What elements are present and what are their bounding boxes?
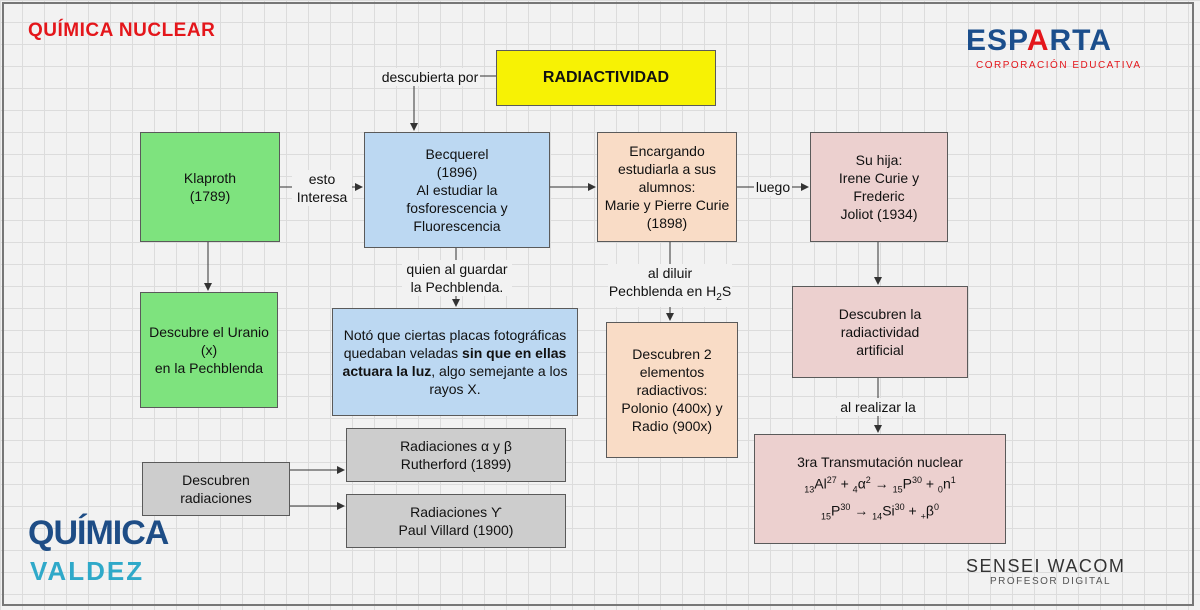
rutherford-box: Radiaciones α y β Rutherford (1899) bbox=[346, 428, 566, 482]
polonio-line-1: Descubren 2 bbox=[632, 346, 712, 362]
radiactividad-box: RADIACTIVIDAD bbox=[496, 50, 716, 106]
artificial-line-1: Descubren la radiactividad bbox=[838, 306, 922, 340]
transmutacion-box: 3ra Transmutación nuclear 13Al27 + 4α2 →… bbox=[754, 434, 1006, 544]
label-al-realizar: al realizar la bbox=[832, 398, 924, 416]
uranio-line-1: Descubre el Uranio (x) bbox=[149, 324, 269, 358]
polonio-line-5: Radio (900x) bbox=[631, 418, 713, 434]
polonio-line-4: Polonio (400x) y bbox=[621, 400, 723, 416]
curie-line-3: alumnos: bbox=[638, 179, 696, 195]
label-descubierta-por: descubierta por bbox=[380, 68, 480, 86]
label-esto-interesa: esto Interesa bbox=[292, 170, 352, 206]
becquerel-line-1: Becquerel bbox=[425, 146, 489, 162]
klaproth-name: Klaproth bbox=[183, 170, 237, 186]
klaproth-year: (1789) bbox=[189, 188, 231, 204]
artificial-line-2: artificial bbox=[856, 342, 904, 358]
rutherford-line-1: Radiaciones α y β bbox=[400, 438, 512, 454]
polonio-line-3: radiactivos: bbox=[636, 382, 708, 398]
radiactividad-label: RADIACTIVIDAD bbox=[542, 69, 670, 86]
noto-text: Notó que ciertas placas fotográficas que… bbox=[342, 327, 568, 397]
sensei-wacom-name: SENSEI WACOM bbox=[966, 556, 1126, 576]
label-luego: luego bbox=[754, 178, 792, 196]
artificial-box: Descubren la radiactividad artificial bbox=[792, 286, 968, 378]
curie-line-1: Encargando bbox=[629, 143, 705, 159]
esparta-a-icon: A bbox=[1026, 24, 1050, 57]
becquerel-line-2: (1896) bbox=[436, 164, 478, 180]
quimica-valdez-logo-line2: VALDEZ bbox=[30, 556, 145, 586]
villard-line-1: Radiaciones ϒ bbox=[410, 504, 502, 520]
quimica-valdez-logo-line1: QUÍMICA bbox=[28, 514, 169, 552]
uranio-box: Descubre el Uranio (x) en la Pechblenda bbox=[140, 292, 278, 408]
klaproth-box: Klaproth (1789) bbox=[140, 132, 280, 242]
transmutacion-title: 3ra Transmutación nuclear bbox=[797, 453, 963, 470]
curie-line-4: Marie y Pierre Curie bbox=[604, 197, 730, 213]
descubren-radiaciones-box: Descubren radiaciones bbox=[142, 462, 290, 516]
polonio-line-2: elementos bbox=[639, 364, 705, 380]
label-quien-al-guardar: quien al guardar la Pechblenda. bbox=[402, 260, 512, 296]
transmutacion-eq-1: 13Al27 + 4α2 → 15P30 + 0n1 bbox=[804, 474, 956, 494]
curie-line-5: (1898) bbox=[646, 215, 688, 231]
villard-box: Radiaciones ϒ Paul Villard (1900) bbox=[346, 494, 566, 548]
label-al-diluir: al diluir Pechblenda en H2S bbox=[608, 264, 732, 307]
esparta-logo: ESPARTA bbox=[966, 24, 1112, 57]
transmutacion-eq-2: 15P30 → 14Si30 + +β0 bbox=[821, 502, 939, 522]
hija-line-2: Irene Curie y Frederic bbox=[838, 170, 920, 204]
descubren-radiaciones-label: Descubren radiaciones bbox=[180, 472, 252, 506]
hija-box: Su hija: Irene Curie y Frederic Joliot (… bbox=[810, 132, 948, 242]
polonio-box: Descubren 2 elementos radiactivos: Polon… bbox=[606, 322, 738, 458]
rutherford-line-2: Rutherford (1899) bbox=[400, 456, 512, 472]
sensei-wacom-subtitle: PROFESOR DIGITAL bbox=[990, 576, 1112, 587]
noto-box: Notó que ciertas placas fotográficas que… bbox=[332, 308, 578, 416]
villard-line-2: Paul Villard (1900) bbox=[398, 522, 514, 538]
becquerel-line-3: Al estudiar la fosforescencia y bbox=[406, 182, 508, 216]
curie-line-2: estudiarla a sus bbox=[617, 161, 717, 177]
hija-line-1: Su hija: bbox=[855, 152, 903, 168]
uranio-line-2: en la Pechblenda bbox=[154, 360, 264, 376]
esparta-subtitle: CORPORACIÓN EDUCATIVA bbox=[976, 60, 1142, 71]
becquerel-box: Becquerel (1896) Al estudiar la fosfores… bbox=[364, 132, 550, 248]
curie-box: Encargando estudiarla a sus alumnos: Mar… bbox=[597, 132, 737, 242]
hija-line-3: Joliot (1934) bbox=[840, 206, 918, 222]
becquerel-line-4: Fluorescencia bbox=[413, 218, 501, 234]
page-title: QUÍMICA NUCLEAR bbox=[28, 20, 216, 41]
